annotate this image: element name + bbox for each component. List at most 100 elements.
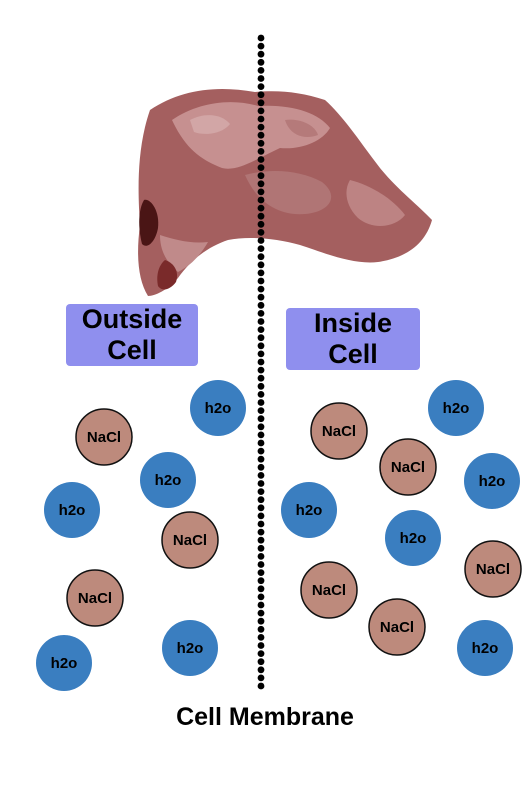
inside-water-molecule-2: h2o — [464, 453, 520, 509]
membrane-dot — [257, 666, 265, 674]
membrane-dot — [257, 366, 265, 374]
membrane-dot — [257, 609, 265, 617]
inside-water-molecule-4: h2o — [385, 510, 441, 566]
outside-water-label-4: h2o — [177, 640, 204, 657]
outside-cell-label: Outside Cell — [66, 304, 198, 366]
inside-salt-molecule-5: NaCl — [368, 598, 426, 656]
membrane-dot — [257, 115, 265, 123]
membrane-dot — [257, 164, 265, 172]
membrane-dot — [257, 593, 265, 601]
membrane-dot — [257, 220, 265, 228]
inside-salt-label-4: NaCl — [312, 582, 346, 599]
membrane-dot — [257, 480, 265, 487]
outside-salt-molecule-1: NaCl — [75, 408, 133, 466]
membrane-dot — [257, 139, 265, 147]
membrane-dot — [257, 569, 265, 576]
membrane-dot — [257, 342, 265, 350]
inside-label-line-1: Inside — [313, 308, 393, 338]
membrane-dot — [257, 561, 265, 568]
membrane-dot — [257, 310, 265, 317]
membrane-dot — [257, 585, 265, 593]
membrane-dot — [257, 277, 265, 285]
inside-water-molecule-3: h2o — [281, 482, 337, 538]
membrane-dot — [257, 617, 265, 625]
membrane-dot — [257, 496, 265, 504]
membrane-dot — [257, 391, 265, 398]
membrane-dot — [257, 131, 265, 139]
membrane-dot — [257, 374, 265, 382]
outside-water-molecule-2: h2o — [140, 452, 196, 508]
membrane-dot — [257, 83, 265, 90]
outside-water-label-3: h2o — [59, 502, 86, 519]
inside-salt-molecule-4: NaCl — [300, 561, 358, 619]
inside-water-label-4: h2o — [400, 530, 427, 547]
inside-water-molecule-5: h2o — [457, 620, 513, 676]
membrane-dot — [257, 91, 265, 99]
membrane-dot — [257, 204, 265, 212]
outside-label-line-1: Outside — [81, 304, 183, 334]
membrane-dot — [257, 431, 265, 439]
membrane-dot — [257, 544, 265, 552]
membrane-dot — [257, 642, 265, 649]
outside-water-molecule-3: h2o — [44, 482, 100, 538]
inside-water-label-5: h2o — [472, 640, 499, 657]
membrane-dot — [257, 447, 265, 455]
membrane-dot — [257, 172, 265, 180]
inside-salt-label-1: NaCl — [322, 423, 356, 440]
membrane-dot — [257, 682, 265, 690]
membrane-dot — [257, 423, 265, 431]
outside-salt-molecule-2: NaCl — [161, 511, 219, 569]
membrane-dot — [257, 34, 265, 42]
membrane-dot — [257, 520, 265, 528]
inside-molecules: h2o NaCl NaCl h2o h2o h2o NaCl NaCl — [281, 380, 522, 676]
membrane-dot — [257, 358, 265, 366]
membrane-dot — [257, 253, 265, 261]
membrane-dot — [257, 553, 265, 560]
inside-salt-label-5: NaCl — [380, 619, 414, 636]
inside-water-label-2: h2o — [479, 473, 506, 490]
inside-salt-molecule-3: NaCl — [464, 540, 522, 598]
membrane-dot — [257, 634, 265, 641]
inside-salt-molecule-1: NaCl — [310, 402, 368, 460]
outside-label-line-2: Cell — [107, 335, 157, 365]
membrane-dot — [257, 455, 265, 463]
outside-salt-label-2: NaCl — [173, 532, 207, 549]
membrane-dot — [257, 415, 265, 423]
membrane-dot — [257, 99, 265, 107]
membrane-dot — [257, 625, 265, 633]
membrane-dot — [257, 674, 265, 682]
inside-water-molecule-1: h2o — [428, 380, 484, 436]
membrane-dot — [257, 148, 265, 155]
membrane-dot — [257, 196, 265, 204]
membrane-dot — [257, 269, 265, 277]
membrane-dot — [257, 472, 265, 479]
membrane-dot — [257, 58, 265, 66]
membrane-dot — [257, 350, 265, 358]
inside-salt-label-2: NaCl — [391, 459, 425, 476]
inside-salt-label-3: NaCl — [476, 561, 510, 578]
membrane-dot — [257, 528, 265, 536]
outside-salt-label-1: NaCl — [87, 429, 121, 446]
outside-molecules: h2o NaCl h2o h2o NaCl NaCl h2o h2o — [36, 380, 246, 691]
outside-salt-label-3: NaCl — [78, 590, 112, 607]
inside-water-label-3: h2o — [296, 502, 323, 519]
membrane-dot — [257, 156, 265, 163]
outside-water-label-5: h2o — [51, 655, 78, 672]
membrane-dot — [257, 577, 265, 585]
inside-salt-molecule-2: NaCl — [379, 438, 437, 496]
membrane-dot — [257, 536, 265, 544]
membrane-dot — [257, 123, 265, 131]
membrane-dot — [257, 188, 265, 196]
membrane-dot — [257, 293, 265, 301]
membrane-dot — [257, 488, 265, 495]
outside-salt-molecule-3: NaCl — [66, 569, 124, 627]
cell-membrane-line — [257, 34, 265, 690]
membrane-dot — [257, 326, 265, 333]
membrane-dot — [257, 601, 265, 609]
membrane-dot — [257, 504, 265, 512]
inside-water-label-1: h2o — [443, 400, 470, 417]
membrane-dot — [257, 439, 265, 447]
membrane-dot — [257, 42, 265, 50]
membrane-dot — [257, 318, 265, 325]
outside-water-molecule-1: h2o — [190, 380, 246, 436]
